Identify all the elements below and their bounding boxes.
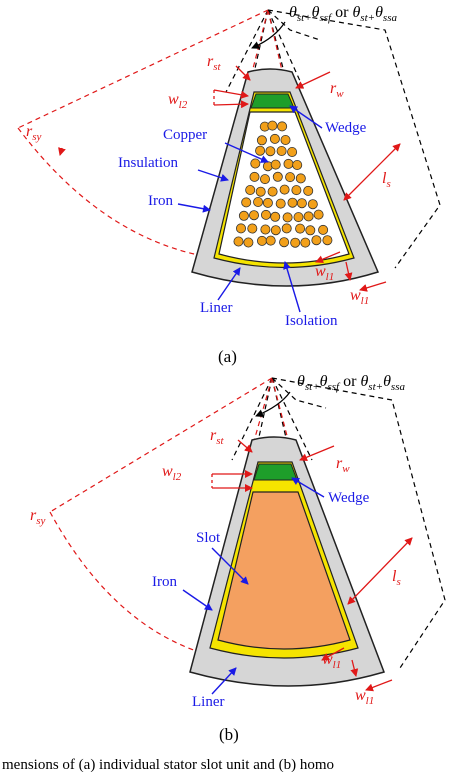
copper-strand bbox=[256, 235, 267, 246]
copper-strand bbox=[322, 235, 333, 246]
label-leaders-a bbox=[177, 105, 323, 313]
dim-wl1-inner-b: wl1 bbox=[322, 651, 341, 671]
copper-strand bbox=[233, 236, 244, 247]
wedge-a bbox=[250, 93, 295, 109]
copper-strand bbox=[275, 198, 286, 209]
copper-strand bbox=[279, 184, 290, 195]
dimensions-a bbox=[58, 65, 401, 292]
copper-strand bbox=[235, 223, 246, 234]
copper-strand bbox=[292, 159, 303, 170]
theta-label-a: θst+θssf or θst+θssa bbox=[289, 4, 397, 24]
copper-strand bbox=[282, 212, 293, 223]
panel-b: Wedge Slot Iron Liner rsy rst rw wl2 ls … bbox=[30, 373, 446, 744]
label-wedge-a: Wedge bbox=[325, 120, 367, 136]
dim-wl2-a: wl2 bbox=[168, 91, 188, 111]
copper-strand bbox=[255, 186, 266, 197]
label-iron-a: Iron bbox=[148, 193, 173, 209]
copper-strand bbox=[267, 186, 278, 197]
figure-caption-line: mensions of (a) individual stator slot u… bbox=[2, 757, 334, 772]
copper-strand bbox=[293, 212, 304, 223]
copper-strand bbox=[281, 223, 292, 234]
panel-a: Copper Wedge Insulation Iron Liner Isola… bbox=[17, 4, 441, 366]
copper-strand bbox=[260, 209, 271, 220]
dim-rw-a: rw bbox=[330, 80, 344, 100]
copper-strand bbox=[248, 210, 259, 221]
label-slot: Slot bbox=[196, 530, 221, 546]
theta-arrow-a bbox=[251, 21, 286, 49]
label-wedge-b: Wedge bbox=[328, 490, 370, 506]
copper-strand bbox=[283, 158, 294, 169]
dim-wl2-b: wl2 bbox=[162, 463, 182, 483]
copper-strand bbox=[245, 184, 256, 195]
copper-strand bbox=[272, 171, 283, 182]
dim-wl1-inner-a: wl1 bbox=[315, 263, 334, 283]
copper-strand bbox=[313, 209, 324, 220]
copper-strand bbox=[270, 159, 281, 170]
copper-strand bbox=[238, 210, 249, 221]
copper-strand bbox=[265, 235, 276, 246]
copper-strand bbox=[277, 121, 288, 132]
dim-rw-b: rw bbox=[336, 455, 350, 475]
wedge-b bbox=[253, 463, 298, 481]
copper-strand bbox=[250, 158, 261, 169]
copper-strand bbox=[279, 237, 290, 248]
copper-strand bbox=[249, 171, 260, 182]
copper-strand bbox=[265, 146, 276, 157]
dim-rst-b: rst bbox=[210, 427, 225, 447]
copper-strand bbox=[300, 237, 311, 248]
copper-strand bbox=[276, 145, 287, 156]
copper-strand bbox=[270, 211, 281, 222]
label-leaders-b bbox=[182, 477, 325, 695]
copper-strand bbox=[255, 145, 266, 156]
copper-strand bbox=[259, 174, 270, 185]
label-insulation: Insulation bbox=[118, 155, 178, 171]
dim-wl1-outer-b: wl1 bbox=[355, 687, 374, 707]
caption-b: (b) bbox=[219, 725, 239, 744]
caption-a: (a) bbox=[218, 347, 237, 366]
copper-strand bbox=[256, 135, 267, 146]
label-iron-b: Iron bbox=[152, 574, 177, 590]
dim-wl1-outer-a: wl1 bbox=[350, 287, 369, 307]
label-liner-b: Liner bbox=[192, 694, 224, 710]
copper-strand bbox=[305, 225, 316, 236]
copper-strand bbox=[269, 133, 280, 144]
copper-strand bbox=[270, 225, 281, 236]
copper-strand bbox=[291, 185, 302, 196]
copper-strands bbox=[233, 120, 333, 248]
label-isolation: Isolation bbox=[285, 313, 338, 329]
copper-strand bbox=[241, 197, 252, 208]
copper-strand bbox=[303, 185, 314, 196]
copper-strand bbox=[295, 223, 306, 234]
dimensions-b bbox=[211, 439, 413, 692]
dim-rsy-b: rsy bbox=[30, 507, 46, 527]
label-copper: Copper bbox=[163, 127, 207, 143]
dim-rst-a: rst bbox=[207, 53, 222, 73]
copper-strand bbox=[260, 224, 271, 235]
copper-strand bbox=[307, 199, 318, 210]
copper-strand bbox=[287, 146, 298, 157]
copper-strand bbox=[311, 235, 322, 246]
copper-strand bbox=[296, 198, 307, 209]
copper-strand bbox=[318, 224, 329, 235]
copper-strand bbox=[253, 196, 264, 207]
copper-strand bbox=[290, 237, 301, 248]
copper-strand bbox=[247, 223, 258, 234]
copper-strand bbox=[267, 120, 278, 131]
copper-strand bbox=[262, 197, 273, 208]
copper-strand bbox=[243, 237, 254, 248]
copper-strand bbox=[280, 134, 291, 145]
copper-strand bbox=[285, 172, 296, 183]
copper-strand bbox=[287, 197, 298, 208]
theta-arrow-b bbox=[255, 391, 291, 417]
dim-rsy-a: rsy bbox=[26, 123, 42, 143]
theta-label-b: θst+θssf or θst+θssa bbox=[297, 373, 405, 393]
copper-strand bbox=[303, 211, 314, 222]
slot-region-b bbox=[217, 491, 351, 650]
dim-ls-a: ls bbox=[382, 170, 391, 190]
dim-ls-b: ls bbox=[392, 568, 401, 588]
label-liner-a: Liner bbox=[200, 300, 232, 316]
copper-strand bbox=[295, 173, 306, 184]
